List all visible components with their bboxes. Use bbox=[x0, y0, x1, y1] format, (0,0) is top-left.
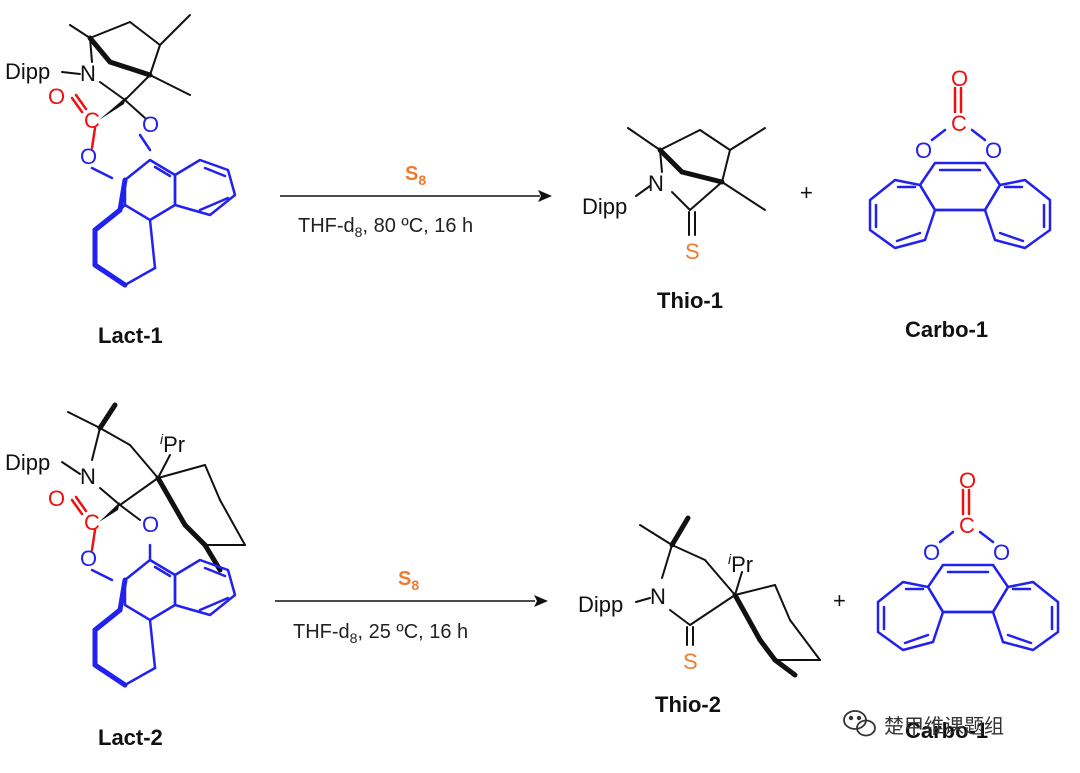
c-atom: C bbox=[84, 108, 100, 133]
lact-1-structure: Dipp N O C O O bbox=[5, 14, 237, 288]
thio-1-structure: Dipp N S bbox=[582, 127, 766, 264]
ipr-label: iPr bbox=[160, 431, 185, 457]
o-atom: O bbox=[985, 138, 1002, 163]
thio-2-structure: Dipp N iPr S bbox=[578, 515, 821, 678]
o-atom: O bbox=[80, 546, 97, 571]
reagent-s8: S8 bbox=[405, 163, 426, 188]
lact-2-structure: Dipp N iPr O C O O bbox=[5, 402, 246, 688]
c-atom: C bbox=[959, 513, 975, 538]
s-atom: S bbox=[685, 239, 700, 264]
o-atom: O bbox=[80, 144, 97, 169]
dipp-label: Dipp bbox=[578, 592, 623, 617]
c-atom: C bbox=[951, 111, 967, 136]
o-atom: O bbox=[142, 512, 159, 537]
o-atom: O bbox=[951, 66, 968, 91]
o-atom: O bbox=[142, 112, 159, 137]
dipp-label: Dipp bbox=[5, 59, 50, 84]
o-atom: O bbox=[959, 468, 976, 493]
n-atom: N bbox=[648, 171, 664, 196]
ipr-label: iPr bbox=[728, 551, 753, 577]
watermark-text: 楚甲维课题组 bbox=[884, 714, 1004, 738]
carbo-1-label: Carbo-1 bbox=[905, 317, 988, 342]
n-atom: N bbox=[650, 584, 666, 609]
carbo-1-label: Carbo-1 bbox=[905, 718, 988, 743]
thio-1-label: Thio-1 bbox=[657, 288, 723, 313]
reaction-1-arrow bbox=[280, 190, 552, 202]
o-atom: O bbox=[48, 84, 65, 109]
dipp-label: Dipp bbox=[5, 450, 50, 475]
plus-sign: + bbox=[833, 588, 846, 613]
plus-sign: + bbox=[800, 180, 813, 205]
dipp-label: Dipp bbox=[582, 194, 627, 219]
s-atom: S bbox=[683, 649, 698, 674]
watermark: 楚甲维课题组 bbox=[843, 710, 1004, 738]
o-atom: O bbox=[923, 540, 940, 565]
n-atom: N bbox=[80, 61, 96, 86]
thio-2-label: Thio-2 bbox=[655, 692, 721, 717]
c-atom: C bbox=[84, 510, 100, 535]
o-atom: O bbox=[993, 540, 1010, 565]
lact-1-label: Lact-1 bbox=[98, 323, 163, 348]
o-atom: O bbox=[48, 486, 65, 511]
o-atom: O bbox=[915, 138, 932, 163]
wechat-icon bbox=[843, 710, 876, 737]
conditions-1: THF-d8, 80 ºC, 16 h bbox=[298, 215, 473, 240]
carbo-1-structure: O C O O bbox=[868, 66, 1052, 250]
conditions-2: THF-d8, 25 ºC, 16 h bbox=[293, 621, 468, 646]
carbo-1-structure: O C O O bbox=[876, 468, 1060, 652]
reagent-s8: S8 bbox=[398, 568, 419, 593]
n-atom: N bbox=[80, 464, 96, 489]
lact-2-label: Lact-2 bbox=[98, 725, 163, 750]
reaction-2-arrow bbox=[275, 595, 548, 607]
